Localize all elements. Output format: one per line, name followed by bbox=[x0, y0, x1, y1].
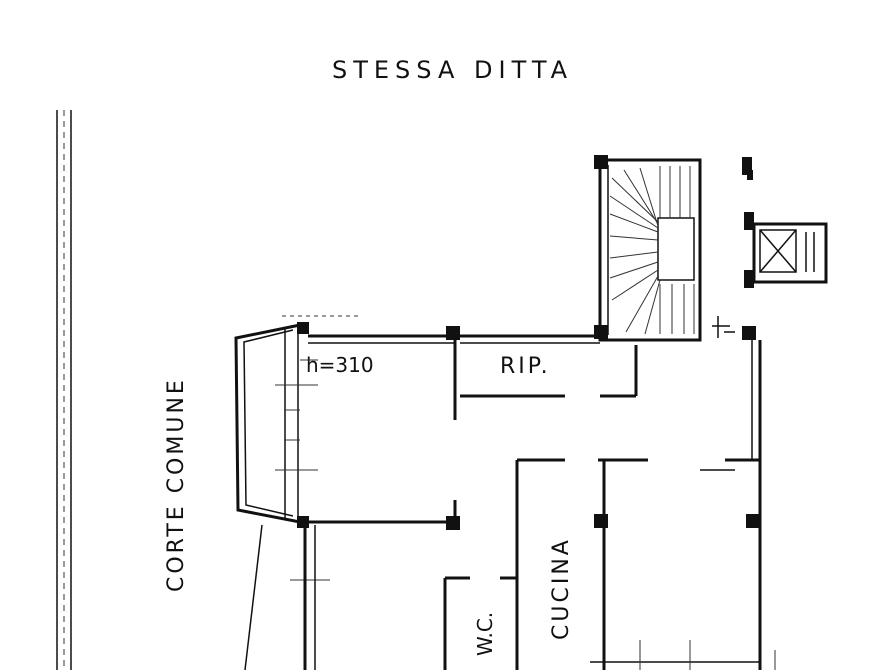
left-boundary-wall bbox=[56, 110, 72, 670]
inner-partitions bbox=[443, 458, 776, 670]
rip-room bbox=[460, 334, 638, 398]
right-wall bbox=[712, 316, 762, 670]
height-note: h=310 bbox=[306, 353, 374, 377]
rip-label: RIP. bbox=[500, 354, 551, 379]
cucina-label: CUCINA bbox=[549, 537, 574, 640]
staircase bbox=[594, 155, 702, 342]
side-label: CORTE COMUNE bbox=[164, 377, 189, 592]
top-label: STESSA DITTA bbox=[332, 56, 573, 84]
lift-shaft bbox=[742, 157, 828, 288]
wc-label: W.C. bbox=[473, 612, 497, 656]
room-walls bbox=[282, 315, 460, 670]
